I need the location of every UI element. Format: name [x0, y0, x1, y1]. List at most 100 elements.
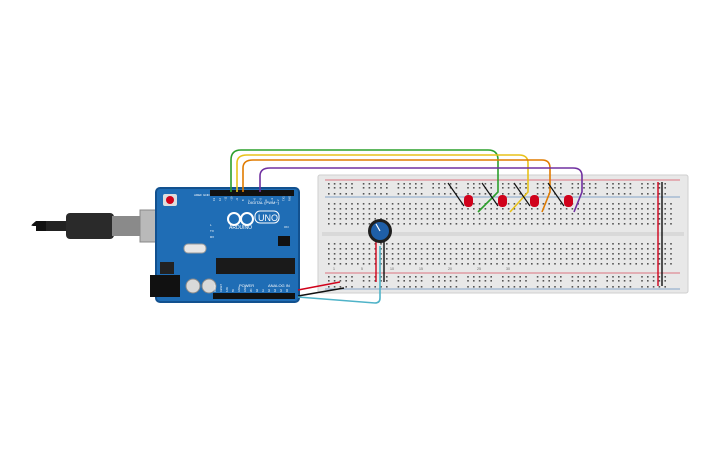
- breadboard-hole: [403, 187, 405, 189]
- breadboard-hole: [577, 223, 579, 225]
- led-3[interactable]: [513, 182, 539, 207]
- wire-red[interactable]: [297, 281, 341, 291]
- wire-yellow[interactable]: [236, 154, 529, 213]
- wire-orange[interactable]: [242, 159, 551, 213]
- breadboard-hole: [368, 208, 371, 210]
- breadboard-hole: [478, 187, 481, 189]
- breadboard-hole: [426, 203, 429, 205]
- breadboard-hole: [548, 276, 550, 278]
- led-4[interactable]: [547, 182, 573, 207]
- breadboard-hole: [618, 258, 620, 260]
- led-1[interactable]: [447, 182, 473, 207]
- breadboard-hole: [531, 263, 533, 265]
- breadboard-hole: [444, 208, 446, 210]
- breadboard-hole: [415, 263, 417, 265]
- breadboard-hole: [351, 258, 353, 260]
- breadboard-hole: [351, 243, 353, 245]
- digital-pin-label: ~11: [224, 196, 228, 201]
- breadboard-hole: [594, 187, 597, 189]
- breadboard-hole: [629, 218, 632, 220]
- column-number: 15: [419, 267, 423, 271]
- potentiometer[interactable]: [368, 219, 392, 243]
- breadboard-hole: [664, 258, 666, 260]
- breadboard-hole: [571, 218, 574, 220]
- breadboard-hole: [664, 208, 666, 210]
- breadboard-hole: [333, 280, 336, 282]
- breadboard-hole: [536, 213, 539, 215]
- breadboard-hole: [438, 286, 440, 288]
- breadboard-hole: [420, 223, 423, 225]
- breadboard-hole: [478, 280, 481, 282]
- breadboard-hole: [652, 187, 655, 189]
- breadboard-hole: [438, 253, 440, 255]
- breadboard-hole: [658, 193, 661, 195]
- breadboard-hole: [484, 193, 487, 195]
- breadboard-hole: [606, 280, 608, 282]
- breadboard-hole: [432, 263, 434, 265]
- usb-cable[interactable]: [31, 209, 163, 243]
- breadboard-hole: [554, 276, 556, 278]
- breadboard-hole: [438, 263, 440, 265]
- breadboard-hole: [386, 243, 388, 245]
- breadboard-hole: [415, 203, 417, 205]
- breadboard-hole: [635, 243, 637, 245]
- breadboard-hole: [513, 213, 516, 215]
- wire-green[interactable]: [230, 149, 499, 213]
- led-2[interactable]: [481, 182, 507, 207]
- breadboard-hole: [513, 193, 516, 195]
- breadboard-hole: [391, 223, 394, 225]
- breadboard-hole: [536, 193, 539, 195]
- breadboard-hole: [641, 263, 643, 265]
- breadboard-hole: [664, 183, 666, 185]
- breadboard-hole: [513, 223, 516, 225]
- breadboard-hole: [490, 280, 492, 282]
- power-pin-label: A2: [268, 288, 271, 292]
- breadboard-hole: [403, 258, 405, 260]
- breadboard-hole: [542, 286, 545, 288]
- breadboard-hole: [420, 280, 423, 282]
- breadboard-hole: [386, 280, 388, 282]
- arduino-uno-board[interactable]: ARDUINO UNO DIGITAL (PWM~) POWER ANALOG …: [150, 187, 300, 303]
- breadboard-hole: [473, 253, 475, 255]
- breadboard-hole: [502, 280, 504, 282]
- breadboard-hole: [374, 286, 376, 288]
- breadboard-hole: [496, 248, 498, 250]
- breadboard-hole: [594, 286, 597, 288]
- breadboard-hole: [647, 258, 649, 260]
- breadboard-hole: [333, 263, 336, 265]
- column-number: 20: [448, 267, 452, 271]
- breadboard-hole: [525, 280, 527, 282]
- breadboard-hole: [490, 183, 492, 185]
- breadboard-hole: [397, 276, 400, 278]
- breadboard-hole: [368, 258, 371, 260]
- wire-cyan[interactable]: [297, 246, 381, 304]
- aref-label: AREF: [194, 193, 202, 197]
- breadboard-hole: [345, 286, 347, 288]
- wire-purple[interactable]: [259, 167, 583, 213]
- breadboard-hole: [606, 208, 608, 210]
- breadboard-hole: [351, 263, 353, 265]
- breadboard-hole: [328, 223, 330, 225]
- wire-black[interactable]: [297, 287, 345, 297]
- breadboard-hole: [612, 276, 614, 278]
- breadboard-hole: [455, 208, 458, 210]
- power-analog-header: [213, 293, 295, 299]
- breadboard-hole: [403, 276, 405, 278]
- breadboard-hole: [467, 208, 469, 210]
- breadboard-hole: [542, 183, 545, 185]
- digital-pin-label: ~9: [235, 197, 239, 201]
- breadboard-hole: [629, 280, 632, 282]
- breadboard-hole: [374, 208, 376, 210]
- breadboard-hole: [571, 263, 574, 265]
- breadboard-hole: [362, 276, 365, 278]
- breadboard-hole: [357, 263, 359, 265]
- breadboard-hole: [461, 248, 463, 250]
- breadboard-hole: [339, 248, 342, 250]
- breadboard-hole: [438, 213, 440, 215]
- reset-button-cap[interactable]: [166, 196, 174, 204]
- breadboard-hole: [531, 223, 533, 225]
- breadboard-hole: [525, 243, 527, 245]
- breadboard-hole: [351, 213, 353, 215]
- breadboard-hole: [490, 248, 492, 250]
